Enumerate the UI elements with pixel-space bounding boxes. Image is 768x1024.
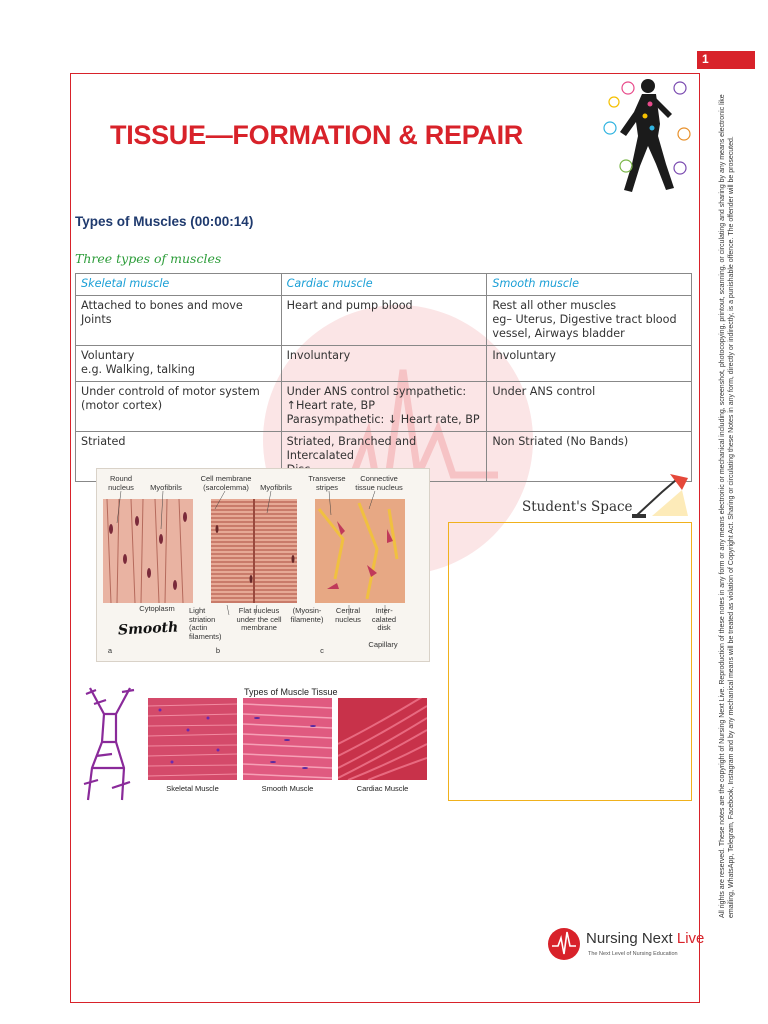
diagram-label-myosin: (Myosin- filamente) xyxy=(290,606,324,624)
nursing-next-live-logo xyxy=(548,928,580,960)
diagram-label-cell-membrane: Cell membrane (sarcolemma) xyxy=(200,474,252,492)
diagram-label-central-nucleus: Central nucleus xyxy=(335,606,361,624)
tissue-types-title: Types of Muscle Tissue xyxy=(244,687,338,697)
tissue-label-cardiac: Cardiac Muscle xyxy=(356,784,409,793)
table-cell: Voluntary e.g. Walking, talking xyxy=(75,345,282,382)
page-number: 1 xyxy=(697,51,755,69)
diagram-label-transverse-stripes: Transverse stripes xyxy=(308,474,346,492)
table-cell: Heart and pump blood xyxy=(280,295,488,346)
cell-line: Striated xyxy=(81,435,126,448)
table-cell: Involuntary xyxy=(486,345,692,382)
diagram-label-round-nucleus: Round nucleus xyxy=(108,474,134,492)
diagram-label-connective-tissue: Connective tissue nucleus xyxy=(355,474,403,492)
muscle-cell-illustration xyxy=(103,490,405,616)
desk-lamp-icon xyxy=(632,474,688,518)
muscle-types-table: Skeletal muscle Cardiac muscle Smooth mu… xyxy=(75,273,692,482)
cardiac-fiber-sketch-icon xyxy=(83,687,135,801)
student-space-label: Student's Space xyxy=(522,499,633,515)
diagram-label-cytoplasm: Cytoplasm xyxy=(139,604,175,613)
human-body-icon xyxy=(603,79,691,192)
table-cell: Involuntary xyxy=(280,345,488,382)
cell-line: Voluntary xyxy=(81,349,135,362)
diagram-label-capillary: Capillary xyxy=(368,640,398,649)
table-row: Striated Striated, Branched and Intercal… xyxy=(75,431,692,482)
table-cell: Under ANS control xyxy=(486,381,692,432)
section-subheading: Three types of muscles xyxy=(75,251,222,266)
cell-line: Under ANS control xyxy=(492,385,596,398)
brand-name: Nursing Next Live xyxy=(586,930,704,947)
muscle-cell-diagram: Round nucleus Myofibrils Cell membrane (… xyxy=(96,468,430,662)
copyright-notice: All rights are reserved. These notes are… xyxy=(704,78,744,918)
cell-line: (motor cortex) xyxy=(81,399,163,412)
cell-line: Rest all other muscles xyxy=(492,299,617,312)
cell-line: Parasympathetic: ↓ Heart rate, BP xyxy=(286,413,480,426)
diagram-label-b: b xyxy=(215,646,221,655)
table-row: Voluntary e.g. Walking, talking Involunt… xyxy=(75,345,692,382)
cell-line: Involuntary xyxy=(286,349,351,362)
table-cell: Under ANS control sympathetic: ↑Heart ra… xyxy=(280,381,488,432)
cell-line: Under ANS control sympathetic: xyxy=(286,385,467,398)
cell-line: Involuntary xyxy=(492,349,556,362)
brand-tagline: The Next Level of Nursing Education xyxy=(588,951,678,957)
diagram-label-flat-nucleus: Flat nucleus under the cell membrane xyxy=(236,606,282,632)
copyright-text: All rights are reserved. These notes are… xyxy=(719,94,735,918)
table-cell: Non Striated (No Bands) xyxy=(486,431,692,482)
diagram-label-c: c xyxy=(320,646,324,655)
smooth-muscle-image xyxy=(243,698,332,780)
table-header-cardiac: Cardiac muscle xyxy=(280,273,488,296)
diagram-label-a: a xyxy=(107,646,113,655)
tissue-label-smooth: Smooth Muscle xyxy=(261,784,314,793)
handwritten-note: Smooth xyxy=(117,619,179,639)
diagram-label-myofibrils-a: Myofibrils xyxy=(150,483,182,492)
diagram-label-light-striation: Light striation (actin filaments) xyxy=(189,606,222,641)
cell-line: Striated, Branched and Intercalated xyxy=(286,435,417,462)
cell-line: Under controld of motor system xyxy=(81,385,260,398)
table-cell: Attached to bones and move Joints xyxy=(75,295,282,346)
tissue-label-skeletal: Skeletal Muscle xyxy=(166,784,219,793)
table-header-skeletal: Skeletal muscle xyxy=(75,273,282,296)
cell-line: Non Striated (No Bands) xyxy=(492,435,629,448)
cell-line: e.g. Walking, talking xyxy=(81,363,195,376)
table-cell: Rest all other muscles eg– Uterus, Diges… xyxy=(486,295,692,346)
cardiac-muscle-image xyxy=(338,698,427,780)
brand-name-prefix: Nursing Next xyxy=(586,930,677,947)
diagram-label-intercalated-disk: Inter- calated disk xyxy=(371,606,397,632)
brand-name-suffix: Live xyxy=(676,930,705,947)
section-heading: Types of Muscles (00:00:14) xyxy=(75,214,254,229)
table-header-smooth: Smooth muscle xyxy=(486,273,692,296)
skeletal-muscle-image xyxy=(148,698,237,780)
page-title: TISSUE—FORMATION & REPAIR xyxy=(110,120,524,150)
student-space-box[interactable] xyxy=(448,522,692,801)
table-row: Under controld of motor system (motor co… xyxy=(75,381,692,432)
diagram-label-myofibrils-b: Myofibrils xyxy=(260,483,292,492)
cell-line: ↑Heart rate, BP xyxy=(286,399,375,412)
cell-line: vessel, Airways bladder xyxy=(492,327,625,340)
cell-line: Attached to bones and move Joints xyxy=(81,299,243,326)
table-cell: Under controld of motor system (motor co… xyxy=(75,381,282,432)
table-header-row: Skeletal muscle Cardiac muscle Smooth mu… xyxy=(75,273,692,296)
cell-line: eg– Uterus, Digestive tract blood xyxy=(492,313,677,326)
table-row: Attached to bones and move Joints Heart … xyxy=(75,295,692,346)
cell-line: Heart and pump blood xyxy=(286,299,413,312)
page-frame xyxy=(70,73,700,1003)
